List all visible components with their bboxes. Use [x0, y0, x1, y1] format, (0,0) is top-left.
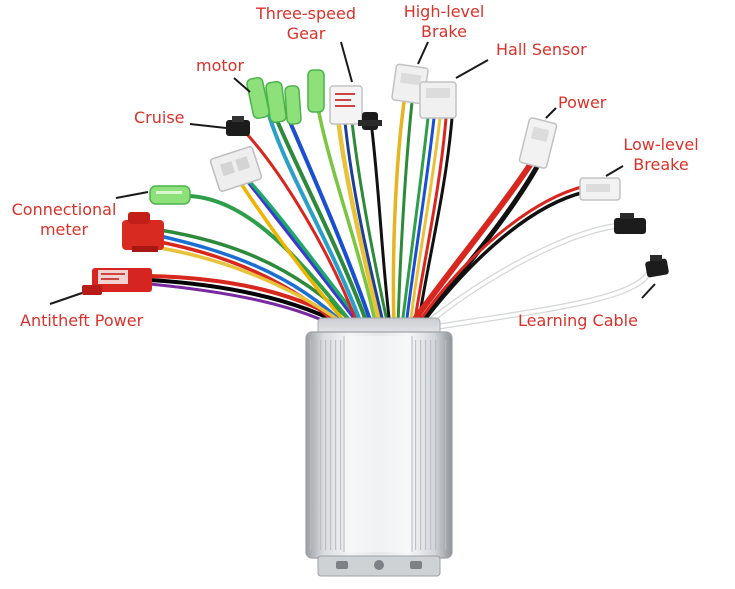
leader-cruise	[189, 123, 227, 129]
leader-motor	[233, 77, 251, 93]
label-connectional-meter: Connectional meter	[11, 200, 117, 239]
leader-learning-cable	[641, 283, 656, 299]
leader-power	[545, 107, 557, 119]
leader-three-speed-gear	[340, 41, 353, 83]
learning-cable-plug-1	[614, 213, 646, 234]
label-low-level-breake: Low-level Breake	[623, 135, 699, 174]
controller-box	[305, 317, 453, 577]
connectors	[82, 63, 669, 295]
label-motor: motor	[196, 56, 245, 75]
learning-cable-plug-2	[645, 255, 669, 278]
label-power: Power	[558, 93, 607, 112]
label-high-level-brake: High-level Brake	[403, 2, 485, 41]
label-antitheft-power: Antitheft Power	[20, 311, 144, 330]
leader-hall-sensor	[455, 59, 489, 79]
motor-connectors	[246, 69, 325, 125]
low-level-breake-connector	[579, 177, 621, 201]
leader-lines	[49, 41, 656, 305]
wire-bundle	[148, 100, 653, 334]
leader-high-level-brake	[417, 41, 429, 65]
antitheft-power-connector	[82, 268, 152, 295]
label-three-speed-gear: Three-speed Gear	[256, 4, 356, 43]
label-cruise: Cruise	[134, 108, 185, 127]
cruise-connector	[226, 116, 250, 136]
label-hall-sensor: Hall Sensor	[496, 40, 587, 59]
green-tube-connector-left	[149, 185, 191, 205]
white-connector-left	[209, 146, 263, 192]
hall-sensor-connector	[419, 81, 457, 119]
leader-antitheft-power	[49, 292, 83, 305]
leader-low-level-breake	[605, 165, 624, 177]
leader-connectional-meter	[115, 191, 149, 199]
black-connector-center	[358, 112, 382, 130]
connectional-meter-connector	[122, 212, 164, 252]
power-connector	[518, 117, 558, 169]
three-speed-gear-connector	[329, 85, 363, 125]
label-learning-cable: Learning Cable	[518, 311, 638, 330]
